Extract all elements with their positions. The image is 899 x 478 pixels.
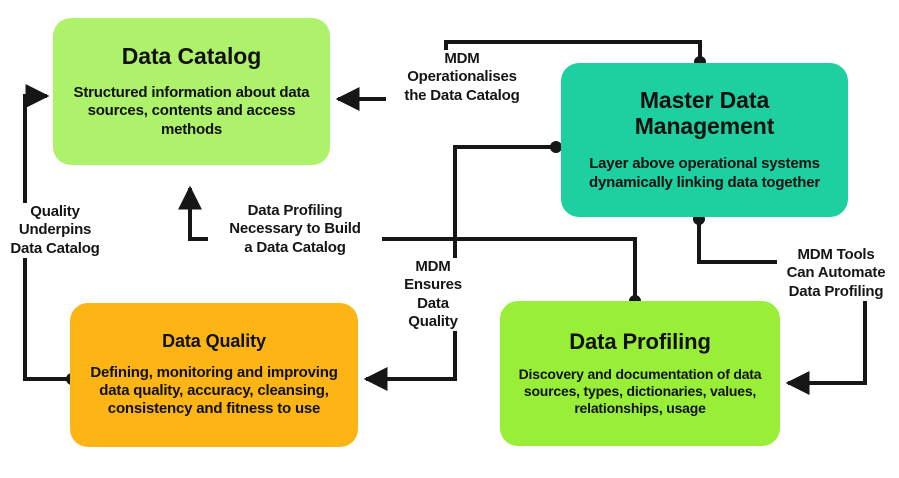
node-master-data-management-description: Layer above operational systems dynamica… (589, 155, 820, 191)
node-data-quality-title: Data Quality (162, 331, 266, 352)
node-master-data-management[interactable]: Master Data Management Layer above opera… (561, 63, 848, 217)
edge-label-data-profiling-necessary: Data Profiling Necessary to Build a Data… (208, 202, 382, 257)
node-data-catalog-description: Structured information about data source… (73, 83, 310, 138)
node-data-profiling[interactable]: Data Profiling Discovery and documentati… (500, 301, 780, 446)
edge-label-mdm-tools: MDM Tools Can Automate Data Profiling (777, 246, 895, 301)
edge-label-mdm-operationalises: MDM Operationalises the Data Catalog (386, 50, 538, 105)
node-data-quality[interactable]: Data Quality Defining, monitoring and im… (70, 303, 358, 447)
edge-label-quality-underpins: Quality Underpins Data Catalog (2, 203, 108, 258)
node-data-quality-description: Defining, monitoring and improving data … (90, 363, 338, 418)
node-data-profiling-title: Data Profiling (569, 328, 711, 354)
node-data-catalog[interactable]: Data Catalog Structured information abou… (53, 18, 330, 165)
node-data-profiling-description: Discovery and documentation of data sour… (518, 366, 762, 417)
edge-label-mdm-ensures: MDM Ensures Data Quality (394, 258, 472, 332)
node-data-catalog-title: Data Catalog (121, 43, 262, 70)
node-master-data-management-title: Master Data Management (634, 86, 775, 139)
